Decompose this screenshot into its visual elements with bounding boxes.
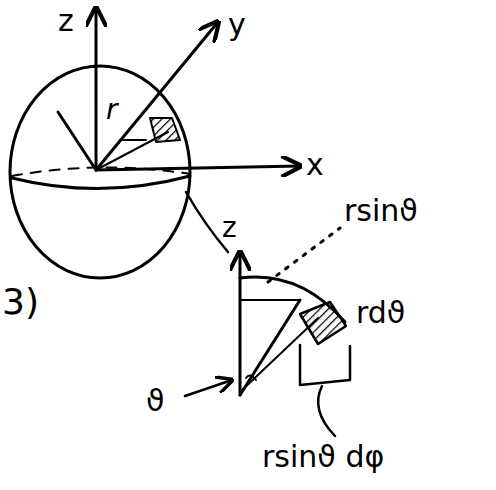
detail-ray-2 bbox=[240, 318, 318, 392]
detail-leader bbox=[186, 192, 228, 252]
dimension-label: rdϑ bbox=[356, 298, 405, 328]
detail-ray bbox=[240, 300, 300, 395]
element-box bbox=[300, 345, 350, 385]
radius-label: r bbox=[106, 96, 118, 124]
dimension-label: rsinϑ bbox=[344, 196, 418, 226]
sphere-outline bbox=[10, 66, 190, 278]
detail-horizontal bbox=[240, 299, 300, 301]
radius-line bbox=[58, 112, 96, 170]
theta-leader bbox=[185, 380, 232, 396]
dimension-label: rsinϑ dφ bbox=[262, 442, 384, 472]
z-axis bbox=[95, 8, 98, 170]
detail-z-axis bbox=[239, 252, 242, 395]
rsin-leader bbox=[268, 228, 340, 282]
figure-number: 3) bbox=[2, 284, 39, 320]
theta-arc bbox=[246, 375, 256, 380]
volume-element bbox=[300, 302, 346, 344]
y-axis bbox=[96, 22, 218, 170]
axis-label: z bbox=[222, 214, 237, 242]
axis-label: x bbox=[306, 150, 324, 180]
axis-label: y bbox=[228, 10, 246, 40]
axis-label: z bbox=[58, 6, 74, 36]
angle-label: ϑ bbox=[146, 386, 165, 416]
surface-element bbox=[150, 118, 180, 142]
tick-marks bbox=[120, 139, 146, 141]
dphi-leader bbox=[318, 386, 335, 436]
x-axis bbox=[96, 166, 300, 170]
equator-front bbox=[12, 176, 190, 189]
